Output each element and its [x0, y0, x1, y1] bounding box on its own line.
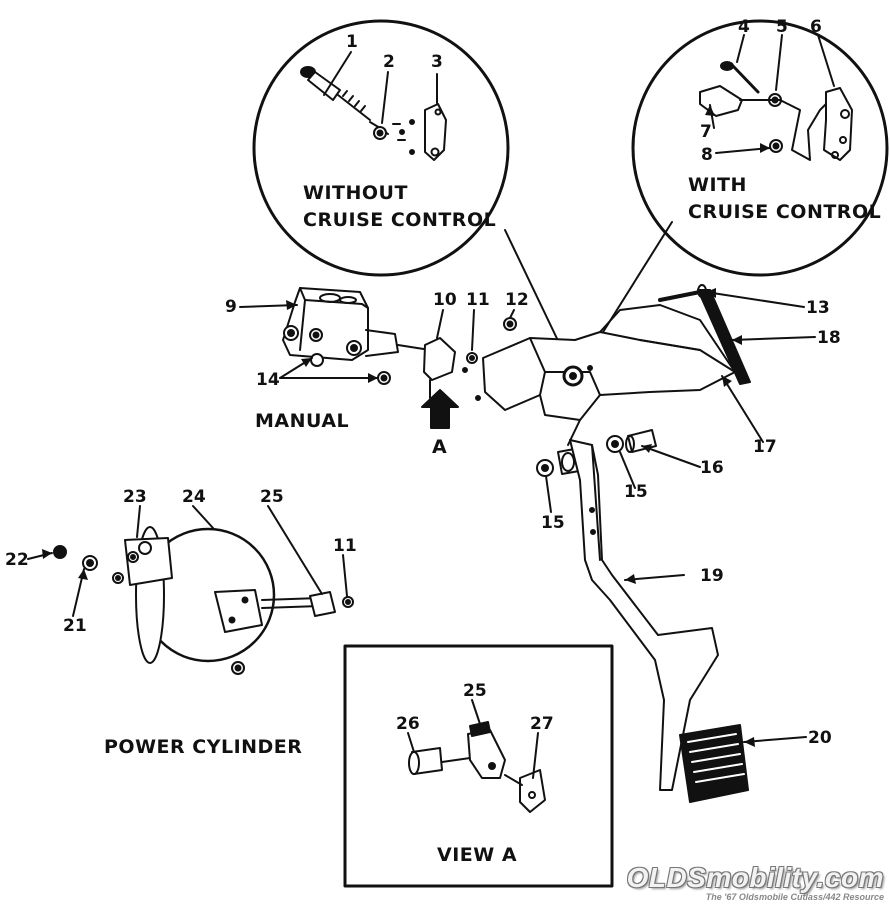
callout-21: 21 — [63, 616, 87, 636]
callout-14: 14 — [256, 370, 280, 390]
nut-22 — [53, 545, 67, 559]
watermark-tagline: The '67 Oldsmobile Cutlass/442 Resource — [705, 892, 884, 902]
callout-17: 17 — [753, 437, 777, 457]
callout-25-view-a: 25 — [463, 681, 487, 701]
callout-15-right: 15 — [624, 482, 648, 502]
callout-10: 10 — [433, 290, 457, 310]
callout-23: 23 — [123, 487, 147, 507]
arrowheads — [42, 105, 770, 747]
callout-26: 26 — [396, 714, 420, 734]
callout-4: 4 — [738, 17, 750, 37]
view-a-box — [343, 644, 614, 888]
detail-circle-without-cruise — [252, 19, 510, 277]
callout-11-booster: 11 — [333, 536, 357, 556]
caption-power-cylinder: POWER CYLINDER — [104, 736, 303, 758]
master-cylinder-manual — [282, 287, 431, 385]
caption-without-cruise: WITHOUT CRUISE CONTROL — [303, 180, 496, 234]
callout-12: 12 — [505, 290, 529, 310]
caption-with-cruise: WITH CRUISE CONTROL — [688, 172, 881, 226]
callout-5: 5 — [776, 17, 788, 37]
caption-with-line2: CRUISE CONTROL — [688, 201, 882, 223]
callout-7: 7 — [700, 122, 712, 142]
view-a-arrow — [421, 389, 459, 429]
pedal-pad — [679, 724, 749, 803]
caption-without-line2: CRUISE CONTROL — [303, 209, 497, 231]
callout-18: 18 — [817, 328, 841, 348]
callout-11: 11 — [466, 290, 490, 310]
callout-13: 13 — [806, 298, 830, 318]
callout-20: 20 — [808, 728, 832, 748]
pushrod-detail-right — [699, 61, 853, 161]
caption-manual: MANUAL — [255, 410, 350, 432]
callout-27: 27 — [530, 714, 554, 734]
callout-19: 19 — [700, 566, 724, 586]
caption-view-a: VIEW A — [437, 844, 518, 866]
pushrod-clip-assembly — [423, 317, 517, 401]
caption-without-line1: WITHOUT — [303, 182, 408, 204]
callout-9: 9 — [225, 297, 237, 317]
callout-3: 3 — [431, 52, 443, 72]
watermark: OLDSmobility.com The '67 Oldsmobile Cutl… — [627, 862, 884, 902]
caption-view-a-letter: A — [432, 436, 448, 458]
bolt-and-rod — [658, 284, 751, 385]
callout-2: 2 — [383, 52, 395, 72]
callout-25: 25 — [260, 487, 284, 507]
view-a-detail — [408, 721, 546, 813]
callout-22: 22 — [5, 550, 29, 570]
pushrod-detail-left — [300, 66, 447, 161]
callout-8: 8 — [701, 145, 713, 165]
pedal-support-bracket — [482, 304, 736, 446]
callout-15-left: 15 — [541, 513, 565, 533]
callout-6: 6 — [810, 17, 822, 37]
callout-24: 24 — [182, 487, 206, 507]
watermark-site: OLDSmobility.com — [626, 862, 884, 893]
caption-with-line1: WITH — [688, 174, 747, 196]
callout-1: 1 — [346, 32, 358, 52]
callout-16: 16 — [700, 458, 724, 478]
power-booster — [112, 526, 354, 675]
detail-circle-with-cruise — [631, 19, 889, 277]
